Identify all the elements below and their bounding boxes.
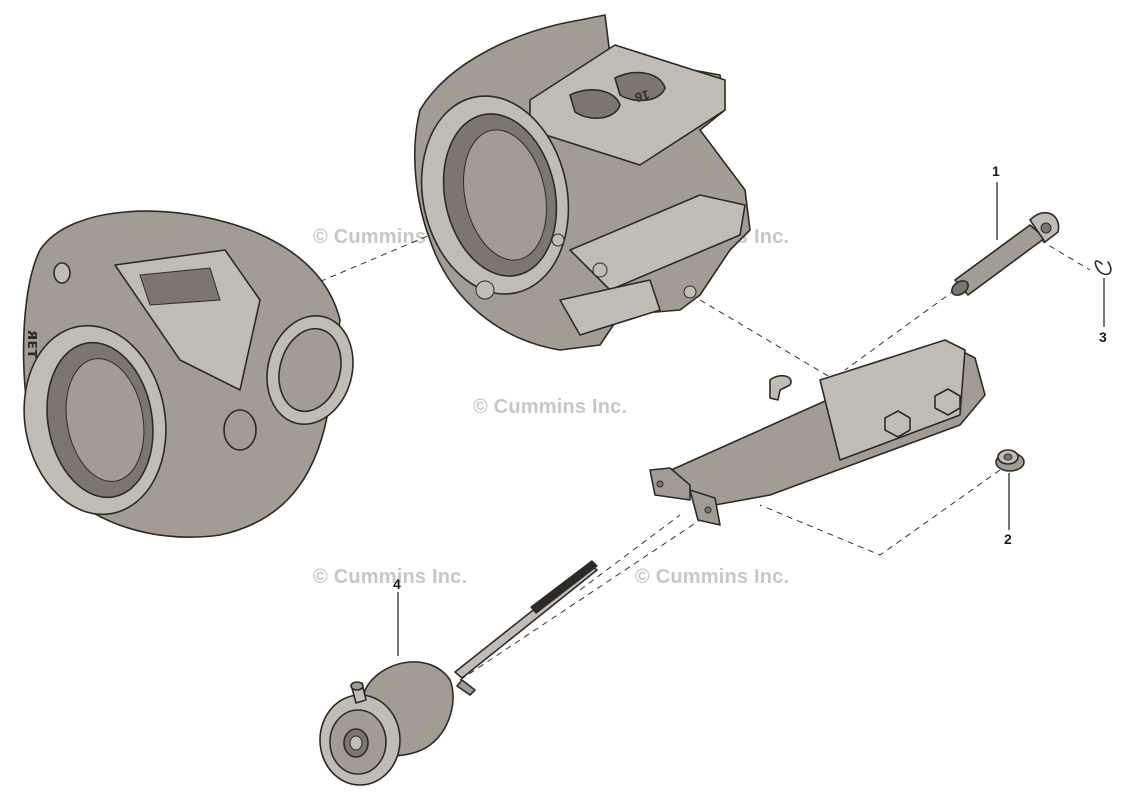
assembly-line-actuator-bracket-a [579,514,681,591]
compressor-housing: ᴙᴇᴛ [22,210,354,538]
watermark-center: © Cummins Inc. [473,396,628,418]
callout-2: 2 [1004,531,1012,547]
wastegate-actuator-part-4 [319,560,598,786]
compressor-casting-text: ᴙᴇᴛ [24,330,43,359]
turbine-casting-text: 16 [633,87,651,105]
callout-leaders [397,182,1105,656]
watermark-bottom-left: © Cummins Inc. [313,566,468,588]
flange-nut-part-2 [995,449,1025,472]
assembly-lines [299,234,1091,681]
mounting-bracket [649,339,986,526]
assembly-line-pin-bracket [844,289,956,371]
rod-end-pin-part-1 [951,211,1060,296]
assembly-line-turbine-bracket [699,299,836,381]
retaining-clip-part-3 [1094,260,1112,276]
watermark-bottom-right: © Cummins Inc. [635,566,790,588]
assembly-line-pin-clip [1039,239,1091,271]
callout-1: 1 [992,163,1000,179]
assembly-line-actuator-bracket-b [459,519,701,681]
turbine-housing: 16 [414,14,751,351]
callout-4: 4 [393,576,401,592]
callout-3: 3 [1099,329,1107,345]
assembly-line-bracket-nut [759,469,1001,556]
